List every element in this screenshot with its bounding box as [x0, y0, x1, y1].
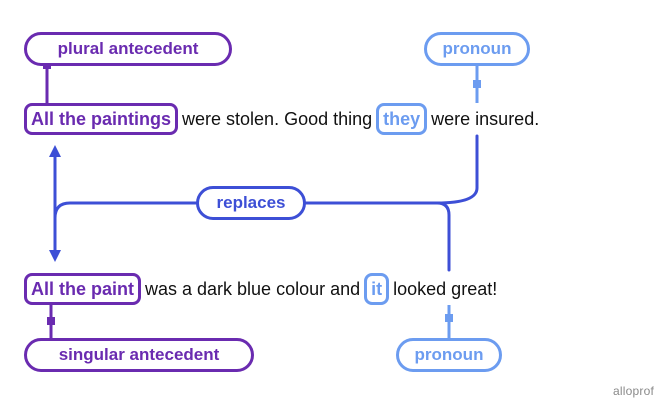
arrow-down-head — [49, 250, 61, 262]
pronoun-bottom-connector-square — [445, 314, 453, 322]
replaces-left-curve — [53, 201, 200, 220]
pronoun-they-highlight: they — [376, 103, 428, 135]
pronoun-label-bottom: pronoun — [396, 338, 502, 372]
sentence-2-middle: was a dark blue colour and — [145, 278, 361, 299]
replaces-network — [53, 134, 479, 272]
sentence-2: All the paint was a dark blue colour and… — [24, 273, 501, 305]
replaces-label: replaces — [196, 186, 306, 220]
replaces-top-branch — [435, 134, 479, 205]
singular-antecedent-connector-square — [47, 317, 55, 325]
sentence-1-middle: were stolen. Good thing — [182, 108, 373, 129]
sentence-2-end: looked great! — [393, 278, 498, 299]
pronoun-it-highlight: it — [364, 273, 390, 305]
pronoun-label-top: pronoun — [424, 32, 530, 66]
sentence-1-end: were insured. — [431, 108, 540, 129]
replaces-right-branch — [302, 201, 451, 272]
pronoun-top-connector-square — [473, 80, 481, 88]
sentence-1: All the paintings were stolen. Good thin… — [24, 103, 543, 135]
singular-antecedent-label: singular antecedent — [24, 338, 254, 372]
plural-antecedent-label: plural antecedent — [24, 32, 232, 66]
alloprof-logo: alloprof — [613, 384, 654, 398]
plural-antecedent-highlight: All the paintings — [24, 103, 179, 135]
arrow-up-head — [49, 145, 61, 157]
singular-antecedent-highlight: All the paint — [24, 273, 141, 305]
